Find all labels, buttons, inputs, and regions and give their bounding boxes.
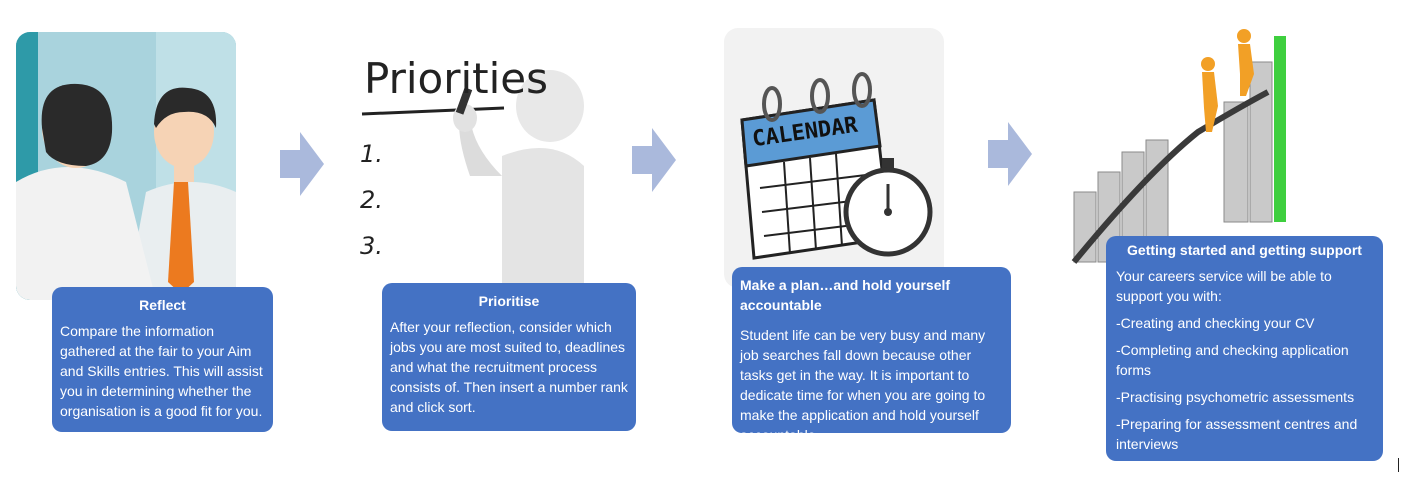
priority-number-3: 3. xyxy=(360,232,383,260)
arrow-right-icon xyxy=(280,132,324,196)
priorities-heading: Priorities xyxy=(364,54,549,103)
rising-bar-chart-icon xyxy=(1071,29,1286,264)
text-cursor xyxy=(1398,458,1399,472)
calendar-illustration: CALENDAR xyxy=(724,28,944,288)
arrow-right-icon xyxy=(988,122,1032,186)
step-reflect-body: Compare the information gathered at the … xyxy=(60,323,263,419)
priority-number-1: 1. xyxy=(360,140,383,168)
step-prioritise-body: After your reflection, consider which jo… xyxy=(390,319,628,415)
step-reflect-card: Reflect Compare the information gathered… xyxy=(52,287,273,432)
step-plan-card: Make a plan…and hold yourself accountabl… xyxy=(732,267,1011,443)
men-in-discussion-icon xyxy=(16,32,236,300)
priorities-illustration: Priorities 1. 2. 3. xyxy=(352,36,584,284)
priority-number-2: 2. xyxy=(360,186,383,214)
step-support-card: Getting started and getting support Your… xyxy=(1106,236,1383,461)
step-support-intro: Your careers service will be able to sup… xyxy=(1116,268,1332,304)
step-plan-body: Student life can be very busy and many j… xyxy=(740,327,986,443)
support-item: -Preparing for assessment centres and in… xyxy=(1116,416,1358,452)
step-plan-title: Make a plan…and hold yourself accountabl… xyxy=(740,277,951,313)
step-reflect-title: Reflect xyxy=(139,297,186,313)
growth-illustration xyxy=(1068,22,1308,272)
calendar-icon xyxy=(740,72,933,260)
support-item: -Creating and checking your CV xyxy=(1116,315,1315,331)
step-prioritise-card: Prioritise After your reflection, consid… xyxy=(382,283,636,431)
support-item: -Practising psychometric assessments xyxy=(1116,389,1355,405)
support-item: -Completing and checking application for… xyxy=(1116,342,1349,378)
arrow-right-icon xyxy=(632,128,676,192)
step-support-title: Getting started and getting support xyxy=(1127,242,1362,258)
writing-figure-icon xyxy=(361,70,584,284)
step-prioritise-title: Prioritise xyxy=(478,293,540,309)
reflect-illustration xyxy=(16,32,236,300)
